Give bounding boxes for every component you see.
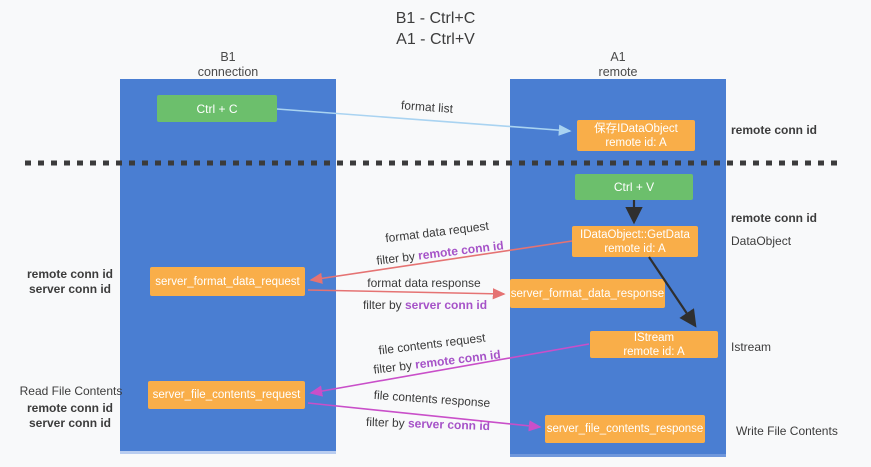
title-line-2: A1 - Ctrl+V: [396, 31, 475, 48]
right-write-file-contents-label: Write File Contents: [736, 424, 838, 438]
title-line-1: B1 - Ctrl+C: [395, 10, 476, 27]
getdata-box: IDataObject::GetData remote id: A: [572, 226, 698, 257]
remote-conn-id-text: remote conn id: [417, 238, 505, 263]
left-server-conn-id-2: server conn id: [28, 416, 112, 430]
format-list-label: format list: [400, 98, 454, 116]
filter-prefix: filter by: [365, 414, 409, 431]
getdata-line1: IDataObject::GetData: [580, 228, 690, 241]
right-dataobject-label: DataObject: [731, 234, 792, 248]
filter-prefix: filter by: [362, 298, 405, 312]
lane-header-b1: B1 connection: [198, 50, 258, 80]
server-conn-id-text: server conn id: [404, 298, 488, 312]
filter-prefix: filter by: [375, 248, 420, 268]
ctrl-c-box: Ctrl + C: [157, 95, 277, 122]
getdata-line2: remote id: A: [604, 242, 666, 255]
save-dataobject-box: 保存IDataObject remote id: A: [577, 120, 695, 151]
right-istream-label: Istream: [731, 340, 772, 354]
filter-by-server-conn-id-label-2: filter by server conn id: [366, 415, 490, 433]
server-format-data-request-box: server_format_data_request: [150, 267, 305, 296]
lane-a1-role: remote: [598, 65, 638, 79]
file-contents-response-label: file contents response: [373, 387, 491, 411]
ctrl-v-label: Ctrl + V: [613, 180, 655, 194]
filter-prefix: filter by: [372, 357, 417, 377]
filter-by-server-conn-id-label-1: filter by server conn id: [363, 298, 487, 312]
ctrl-c-label: Ctrl + C: [196, 101, 238, 116]
server-format-data-response-label: server_format_data_response: [510, 287, 665, 300]
lane-b1-role: connection: [197, 65, 259, 79]
server-conn-id-text: server conn id: [407, 416, 491, 434]
lane-b1-name: B1: [220, 50, 236, 64]
server-file-contents-response-label: server_file_contents_response: [546, 423, 704, 435]
left-remote-conn-id-2: remote conn id: [26, 401, 114, 415]
left-remote-conn-id-1: remote conn id: [26, 267, 114, 281]
server-file-contents-response-box: server_file_contents_response: [545, 415, 705, 443]
save-dataobject-line1: 保存IDataObject: [594, 122, 678, 135]
diagram-title: B1 - Ctrl+C A1 - Ctrl+V: [0, 8, 871, 50]
save-dataobject-line2: remote id: A: [605, 136, 667, 149]
server-format-data-response-box: server_format_data_response: [510, 279, 665, 308]
istream-line1: IStream: [633, 331, 675, 344]
lane-header-a1: A1 remote: [599, 50, 638, 80]
lane-a1-name: A1: [610, 50, 626, 64]
format-data-response-label: format data response: [367, 276, 481, 290]
server-file-contents-request-box: server_file_contents_request: [148, 381, 305, 409]
istream-box: IStream remote id: A: [590, 331, 718, 358]
server-file-contents-request-label: server_file_contents_request: [152, 389, 301, 401]
istream-line2: remote id: A: [623, 345, 685, 358]
ctrl-v-box: Ctrl + V: [575, 174, 693, 200]
server-format-data-request-label: server_format_data_request: [155, 275, 300, 288]
right-remote-conn-id-top: remote conn id: [731, 123, 818, 137]
left-server-conn-id-1: server conn id: [28, 282, 112, 296]
format-data-response-arrow: [307, 288, 506, 300]
right-remote-conn-id-mid: remote conn id: [731, 211, 818, 225]
left-read-file-contents-label: Read File Contents: [19, 384, 123, 398]
